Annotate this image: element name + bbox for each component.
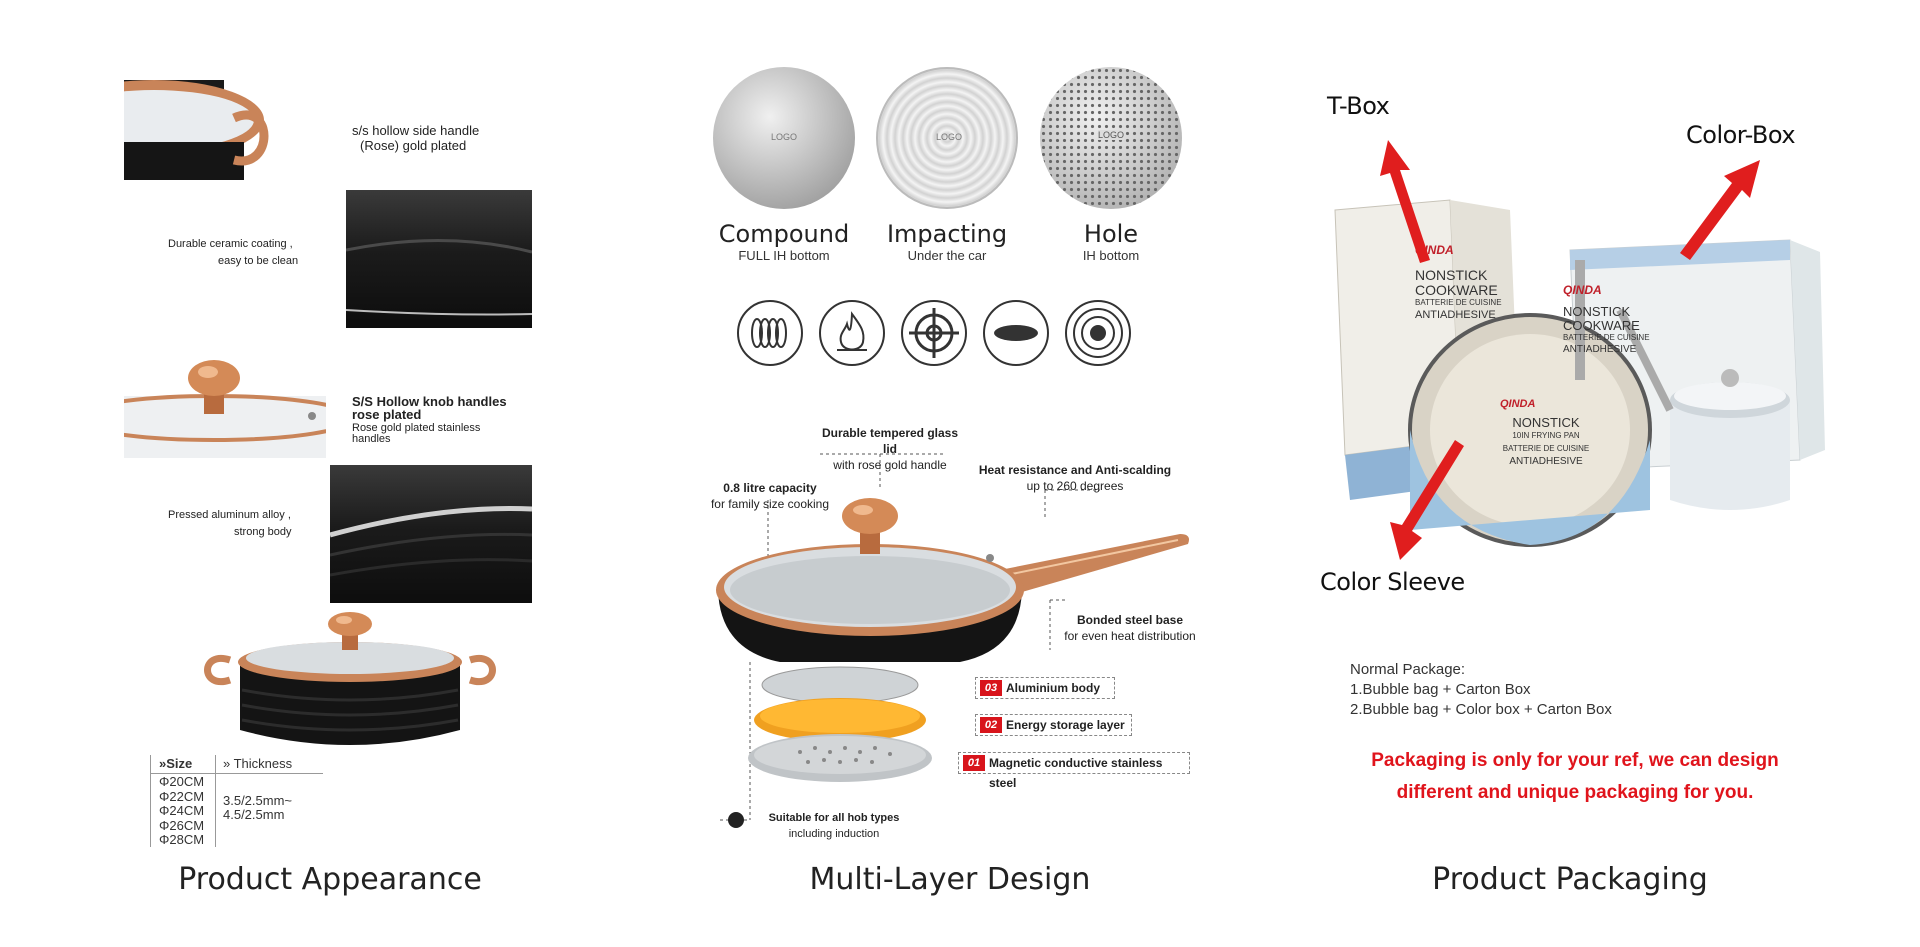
knob-caption-2: rose plated — [352, 407, 422, 422]
coating-caption-1: Durable ceramic coating , — [168, 238, 293, 250]
packaging-note: Packaging is only for your ref, we can d… — [1371, 750, 1779, 803]
hole-bottom-disc: LOGO — [1040, 67, 1182, 209]
knob-caption-1: S/S Hollow knob handles — [352, 394, 507, 409]
size-row: Φ22CM — [159, 788, 205, 804]
impacting-bottom-disc: LOGO — [876, 67, 1018, 209]
sleeve-print: NONSTICK 10IN FRYING PAN BATTERIE DE CUI… — [1502, 415, 1590, 467]
casserole-pot-image — [204, 612, 496, 745]
hob-callout: Suitable for all hob types including ind… — [768, 812, 900, 840]
electric-plate-icon — [983, 300, 1049, 366]
size-list: Φ20CM Φ22CM Φ24CM Φ26CM Φ28CM — [159, 774, 205, 848]
knob-caption-3: Rose gold plated stainless — [352, 422, 481, 434]
thickness-value-1: 3.5/2.5mm~ — [223, 793, 293, 808]
exploded-pan-illustration — [716, 453, 1189, 828]
size-row: Φ20CM — [159, 774, 205, 789]
body-curve — [329, 506, 533, 577]
color-box-label: Color-Box — [1686, 121, 1796, 149]
logo-mark: LOGO — [1098, 130, 1125, 140]
t-box-label: T-Box — [1327, 92, 1390, 120]
ceramic-hob-icon — [1065, 300, 1131, 366]
gas-flame-icon — [819, 300, 885, 366]
tbox-print: NONSTICK COOKWARE BATTERIE DE CUISINE AN… — [1415, 267, 1502, 322]
logo-mark: LOGO — [936, 132, 963, 142]
heat-callout: Heat resistance and Anti-scalding up to … — [978, 463, 1172, 493]
thickness-value-2: 4.5/2.5mm — [223, 807, 285, 822]
layer-01-callout: 01 Magnetic conductive stainless steel — [958, 752, 1190, 790]
capacity-callout: 0.8 litre capacity for family size cooki… — [710, 481, 830, 511]
normal-package-line-1: 1.Bubble bag + Carton Box — [1350, 681, 1531, 698]
color-sleeve-arrow-icon — [1390, 440, 1464, 560]
size-row: Φ24CM — [159, 803, 205, 818]
knob-photo — [124, 356, 326, 458]
handle-caption-1: s/s hollow side handle — [352, 123, 480, 138]
t-box-arrow-icon — [1380, 140, 1430, 263]
handle-photo — [124, 80, 269, 180]
layer-02-callout: 02 Energy storage layer — [975, 714, 1132, 736]
size-row: Φ26CM — [159, 817, 205, 833]
coating-caption-2: easy to be clean — [218, 255, 299, 267]
colorbox-print: NONSTICK COOKWARE BATTERIE DE CUISINE AN… — [1563, 304, 1650, 356]
compound-label: Compound FULL IH bottom — [718, 220, 850, 263]
size-row: Φ28CM — [159, 832, 205, 847]
coating-curve — [345, 239, 533, 316]
compound-bottom-disc: LOGO — [713, 67, 855, 209]
steel-callout: Bonded steel base for even heat distribu… — [1064, 613, 1196, 643]
caption-product-appearance: Product Appearance — [178, 862, 482, 897]
packaging-photo — [1334, 199, 1825, 547]
logo-mark: LOGO — [771, 132, 798, 142]
normal-package-line-2: 2.Bubble bag + Color box + Carton Box — [1350, 701, 1612, 718]
size-header: »Size — [159, 756, 193, 771]
body-caption-1: Pressed aluminum alloy , — [168, 509, 291, 521]
gas-burner-icon — [901, 300, 967, 366]
handle-photo-svg — [124, 80, 269, 180]
knob-photo-svg — [124, 360, 326, 458]
colorbox-brand: QINDA — [1563, 283, 1602, 297]
normal-package-title: Normal Package: — [1350, 661, 1466, 678]
layer-03-callout: 03 Aluminium body — [975, 677, 1115, 699]
color-box-arrow-icon — [1680, 160, 1760, 260]
coating-photo — [345, 190, 533, 328]
packaging-arrows — [1380, 140, 1760, 560]
sleeve-brand: QINDA — [1500, 398, 1536, 410]
knob-caption-4: handles — [352, 433, 391, 445]
color-sleeve-label: Color Sleeve — [1320, 568, 1465, 596]
body-caption-2: strong body — [234, 526, 292, 538]
caption-multi-layer-design: Multi-Layer Design — [809, 862, 1091, 897]
thickness-header: » Thickness — [223, 756, 293, 771]
lid-callout: Durable tempered glass lid with rose gol… — [821, 426, 959, 472]
handle-caption-2: (Rose) gold plated — [360, 138, 467, 153]
caption-product-packaging: Product Packaging — [1432, 862, 1708, 897]
induction-coil-icon — [737, 300, 803, 366]
hole-label: Hole IH bottom — [1082, 220, 1140, 263]
size-table: »Size » Thickness Φ20CM Φ22CM Φ24CM Φ26C… — [150, 755, 323, 847]
impacting-label: Impacting Under the car — [886, 220, 1008, 263]
body-photo — [329, 465, 533, 603]
